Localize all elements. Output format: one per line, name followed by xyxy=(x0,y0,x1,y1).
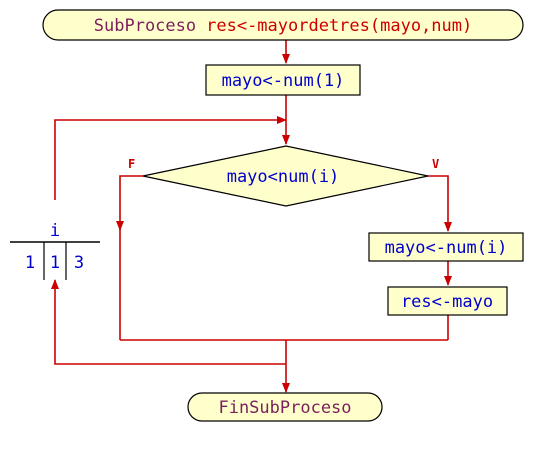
init-assignment-box xyxy=(205,64,361,96)
start-terminal xyxy=(42,9,524,41)
loop-end-value: 3 xyxy=(74,253,84,273)
decision-true-label: V xyxy=(432,157,439,171)
result-assignment-box xyxy=(387,286,508,316)
loop-start-value: 1 xyxy=(25,253,35,273)
true-assignment-box xyxy=(368,232,524,262)
decision-false-label: F xyxy=(128,157,135,171)
flow-loop-return xyxy=(51,279,286,365)
result-assignment-label: res<-mayo xyxy=(401,292,493,312)
true-assignment-label: mayo<-num(i) xyxy=(385,238,508,258)
flow-false-branch xyxy=(116,175,143,231)
decision-diamond xyxy=(142,145,429,207)
flow-loop-back xyxy=(54,116,287,200)
decision-condition: mayo<num(i) xyxy=(227,167,340,187)
loop-variable: i xyxy=(50,221,60,241)
loop-step-value: 1 xyxy=(50,253,60,273)
end-terminal xyxy=(187,392,383,422)
end-label: FinSubProceso xyxy=(218,398,351,418)
flow-true-branch xyxy=(428,175,452,232)
init-assignment-label: mayo<-num(1) xyxy=(222,71,345,91)
